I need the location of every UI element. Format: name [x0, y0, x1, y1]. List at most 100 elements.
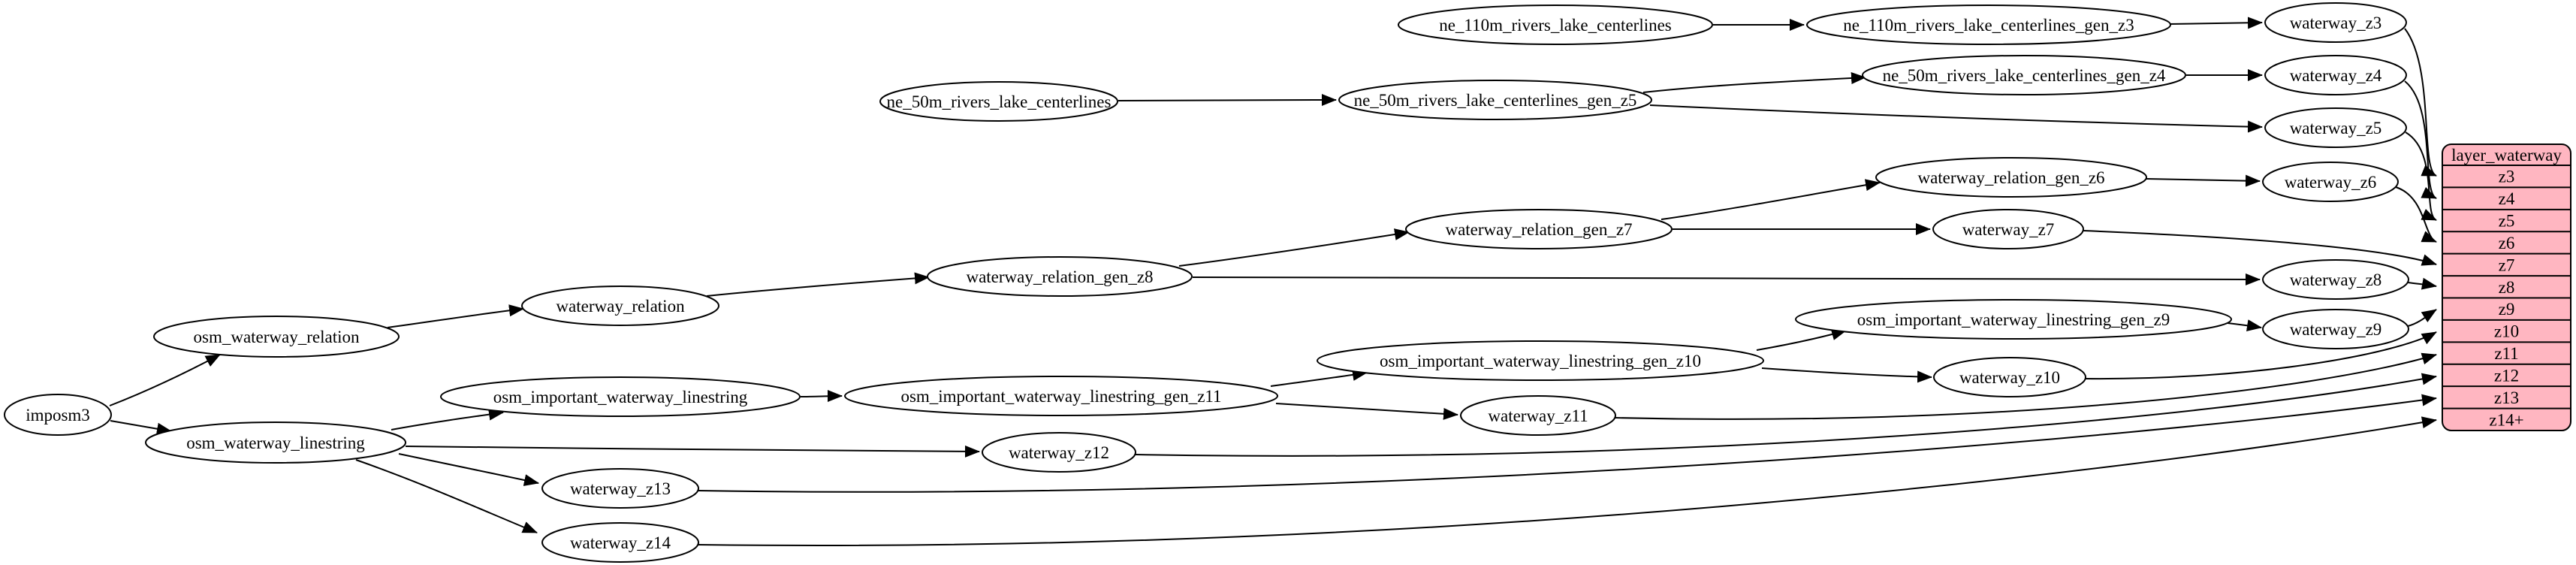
node-ellipse-ne-50m-rivers-lake-centerlines-gen-z5: [1338, 80, 1652, 120]
node-waterway-z3: waterway_z3: [2264, 2, 2407, 43]
node-waterway-z5: waterway_z5: [2264, 107, 2407, 148]
table-row-z3: z3: [2499, 168, 2515, 186]
edge-waterway-z12-to-layer-waterway-z12: [1135, 373, 2437, 457]
node-label-ne-50m-rivers-lake-centerlines-gen-z5: ne_50m_rivers_lake_centerlines_gen_z5: [1354, 91, 1637, 110]
node-ellipse-waterway-z6: [2262, 162, 2399, 202]
edge-waterway-z11-to-layer-waterway-z11: [1615, 352, 2437, 420]
edges-layer: [109, 17, 2437, 546]
node-label-waterway-z8: waterway_z8: [2290, 270, 2382, 289]
node-label-waterway-z4: waterway_z4: [2290, 66, 2382, 85]
node-label-waterway-relation-gen-z8: waterway_relation_gen_z8: [966, 267, 1153, 286]
node-osm-important-waterway-linestring-gen-z9: osm_important_waterway_linestring_gen_z9: [1795, 299, 2232, 340]
edge-imposm3-to-osm-waterway-relation: [109, 354, 221, 406]
table-row-z7: z7: [2442, 252, 2571, 274]
node-ellipse-waterway-z9: [2262, 309, 2409, 349]
edge-waterway-relation-gen-z8-to-waterway-relation-gen-z7: [1178, 228, 1410, 267]
edge-osm-waterway-linestring-to-waterway-z13: [398, 453, 539, 486]
node-osm-important-waterway-linestring: osm_important_waterway_linestring: [440, 376, 801, 417]
node-ellipse-osm-important-waterway-linestring: [440, 376, 801, 417]
node-ellipse-osm-waterway-linestring: [145, 421, 406, 464]
node-waterway-z10: waterway_z10: [1933, 357, 2086, 397]
table-row-z6: z6: [2442, 231, 2571, 252]
node-ne-110m-rivers-lake-centerlines-gen-z3: ne_110m_rivers_lake_centerlines_gen_z3: [1806, 5, 2171, 45]
edge-osm-important-waterway-linestring-to-osm-important-waterway-linestring-gen-z11: [800, 390, 843, 403]
node-ne-50m-rivers-lake-centerlines-gen-z5: ne_50m_rivers_lake_centerlines_gen_z5: [1338, 80, 1652, 120]
node-ellipse-waterway-relation-gen-z8: [927, 256, 1193, 297]
node-ellipse-waterway-z4: [2264, 55, 2407, 95]
table-row-label: z5: [2499, 212, 2515, 231]
table-row-z5: z5: [2442, 208, 2571, 231]
node-ellipse-ne-50m-rivers-lake-centerlines-gen-z4: [1862, 55, 2186, 95]
node-label-waterway-z13: waterway_z13: [570, 479, 671, 498]
node-ellipse-waterway-z3: [2264, 2, 2407, 43]
table-row-label: z3: [2499, 168, 2515, 186]
node-ellipse-imposm3: [4, 394, 112, 436]
edge-osm-important-waterway-linestring-gen-z9-to-waterway-z9: [2227, 319, 2262, 332]
table-layer: layer_waterwayz3z4z5z6z7z8z9z10z11z12z13…: [2442, 144, 2571, 431]
node-osm-important-waterway-linestring-gen-z11: osm_important_waterway_linestring_gen_z1…: [844, 376, 1278, 416]
node-ellipse-waterway-z14: [541, 522, 699, 563]
node-label-ne-50m-rivers-lake-centerlines: ne_50m_rivers_lake_centerlines: [887, 92, 1112, 111]
node-waterway-z11: waterway_z11: [1460, 395, 1616, 436]
edge-ne-50m-rivers-lake-centerlines-gen-z5-to-waterway-z5: [1649, 104, 2263, 133]
node-ellipse-osm-important-waterway-linestring-gen-z11: [844, 376, 1278, 416]
table-row-label: z6: [2499, 234, 2515, 252]
node-ellipse-waterway-relation-gen-z6: [1875, 157, 2147, 198]
table-row-label: z11: [2494, 344, 2518, 363]
table-row-z4: z4: [2442, 186, 2571, 208]
edge-ne-50m-rivers-lake-centerlines-gen-z5-to-ne-50m-rivers-lake-centerlines-gen-z4: [1642, 71, 1866, 93]
node-label-waterway-z9: waterway_z9: [2290, 320, 2382, 339]
node-label-waterway-z5: waterway_z5: [2290, 119, 2382, 137]
edge-waterway-z7-to-layer-waterway-z7: [2083, 230, 2437, 266]
edge-osm-important-waterway-linestring-gen-z10-to-waterway-z10: [1761, 367, 1932, 383]
node-ellipse-waterway-z5: [2264, 107, 2407, 148]
node-ellipse-osm-important-waterway-linestring-gen-z9: [1795, 299, 2232, 340]
node-label-waterway-z3: waterway_z3: [2290, 14, 2382, 32]
node-waterway-z9: waterway_z9: [2262, 309, 2409, 349]
edge-waterway-z3-to-layer-waterway-z3: [2404, 28, 2437, 177]
edge-osm-important-waterway-linestring-gen-z11-to-waterway-z11: [1275, 403, 1458, 420]
table-row-label: z7: [2499, 255, 2515, 274]
edge-waterway-z10-to-layer-waterway-z10: [2085, 331, 2437, 380]
node-waterway-z7: waterway_z7: [1932, 209, 2084, 249]
node-ellipse-waterway-z11: [1460, 395, 1616, 436]
table-row-label: z4: [2499, 189, 2515, 208]
table-row-label: z8: [2499, 278, 2515, 297]
edge-waterway-relation-gen-z8-to-waterway-z8: [1192, 273, 2261, 286]
node-ne-110m-rivers-lake-centerlines: ne_110m_rivers_lake_centerlines: [1398, 5, 1713, 45]
edge-waterway-z4-to-layer-waterway-z4: [2404, 80, 2437, 199]
node-label-osm-waterway-relation: osm_waterway_relation: [194, 328, 360, 346]
table-row-z11: z11: [2442, 341, 2571, 363]
node-label-waterway-z14: waterway_z14: [570, 533, 671, 552]
node-label-waterway-relation-gen-z7: waterway_relation_gen_z7: [1445, 220, 1632, 239]
node-waterway-z12: waterway_z12: [982, 432, 1136, 473]
node-label-osm-waterway-linestring: osm_waterway_linestring: [186, 434, 365, 452]
node-waterway-z13: waterway_z13: [541, 468, 699, 509]
node-label-ne-110m-rivers-lake-centerlines-gen-z3: ne_110m_rivers_lake_centerlines_gen_z3: [1843, 16, 2134, 35]
edge-osm-waterway-relation-to-waterway-relation: [387, 304, 524, 328]
edge-osm-waterway-linestring-to-waterway-z14: [355, 459, 538, 533]
edge-ne-110m-rivers-lake-centerlines-gen-z3-to-waterway-z3: [2168, 17, 2263, 29]
node-label-osm-important-waterway-linestring: osm_important_waterway_linestring: [493, 388, 748, 406]
node-ellipse-waterway-relation: [521, 286, 719, 326]
table-row-label: z10: [2494, 322, 2519, 341]
table-row-label: z14+: [2489, 410, 2523, 429]
node-label-waterway-z10: waterway_z10: [1959, 368, 2060, 387]
node-ne-50m-rivers-lake-centerlines-gen-z4: ne_50m_rivers_lake_centerlines_gen_z4: [1862, 55, 2186, 95]
node-waterway-relation: waterway_relation: [521, 286, 719, 326]
edge-osm-important-waterway-linestring-gen-z10-to-osm-important-waterway-linestring-gen-z9: [1756, 328, 1847, 351]
node-label-osm-important-waterway-linestring-gen-z10: osm_important_waterway_linestring_gen_z1…: [1380, 352, 1701, 370]
node-label-waterway-z12: waterway_z12: [1009, 443, 1109, 462]
node-waterway-z14: waterway_z14: [541, 522, 699, 563]
table-row-z12: z12: [2442, 363, 2571, 385]
node-ellipse-ne-50m-rivers-lake-centerlines: [879, 81, 1118, 122]
edge-waterway-z5-to-layer-waterway-z5: [2405, 131, 2437, 221]
node-label-waterway-z6: waterway_z6: [2285, 173, 2377, 192]
table-row-z8: z8: [2442, 275, 2571, 297]
node-ellipse-waterway-z13: [541, 468, 699, 509]
edge-waterway-z8-to-layer-waterway-z8: [2407, 277, 2437, 290]
edge-waterway-z6-to-layer-waterway-z6: [2395, 186, 2437, 243]
node-waterway-z8: waterway_z8: [2262, 259, 2409, 300]
